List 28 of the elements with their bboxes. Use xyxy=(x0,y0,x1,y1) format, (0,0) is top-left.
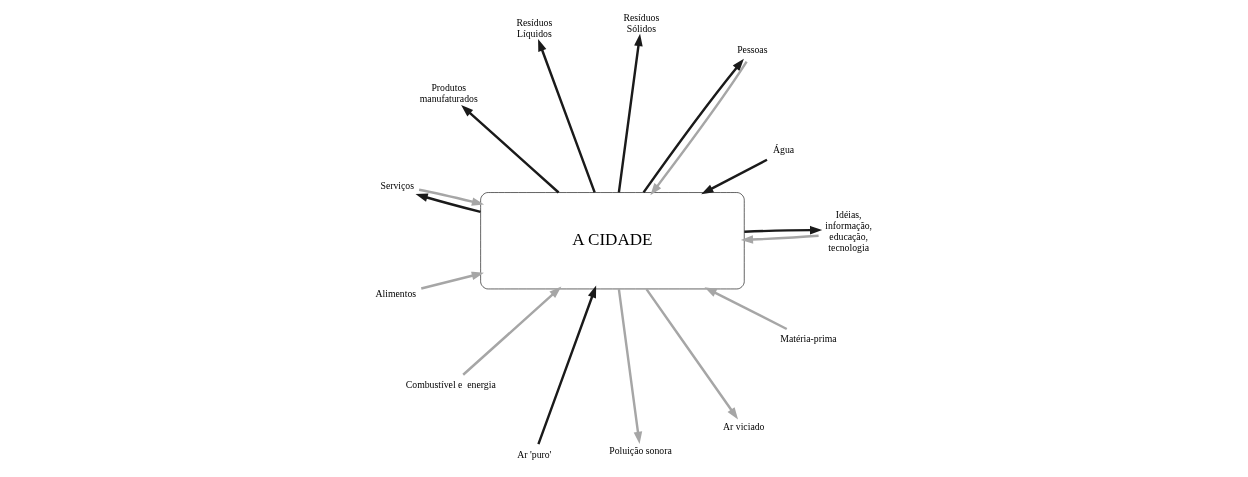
node-text: Combustível e energia xyxy=(405,379,496,391)
arrow xyxy=(704,287,787,331)
node-text: Resíduos Sólidos xyxy=(622,11,659,34)
node-text: Ar viciado xyxy=(722,421,764,433)
arrow xyxy=(461,286,561,376)
arrow xyxy=(415,193,481,214)
node-text: Pessoas xyxy=(736,43,768,55)
node-text: Resíduos Líquidos xyxy=(516,16,552,39)
node-text: Alimentos xyxy=(374,288,416,300)
arrow xyxy=(700,158,768,195)
node-text: Serviços xyxy=(379,180,414,192)
node-text: Matéria-prima xyxy=(779,333,837,345)
arrow xyxy=(644,288,738,420)
node-text: Poluição sonora xyxy=(608,444,672,456)
arrow xyxy=(740,234,819,244)
node-text: Ar 'puro' xyxy=(516,448,551,460)
node-text: Água xyxy=(772,144,794,156)
arrow xyxy=(617,288,642,445)
node-text: Produtos manufaturados xyxy=(419,81,478,104)
arrow xyxy=(420,271,484,290)
node-box: A CIDADE xyxy=(479,192,745,290)
arrow xyxy=(418,188,484,206)
arrow xyxy=(460,105,559,194)
node-text: Idéias, informação, educação, tecnologia xyxy=(824,208,872,253)
arrow xyxy=(743,225,822,235)
arrow xyxy=(537,38,596,193)
arrow xyxy=(536,285,596,445)
arrow xyxy=(617,33,643,193)
